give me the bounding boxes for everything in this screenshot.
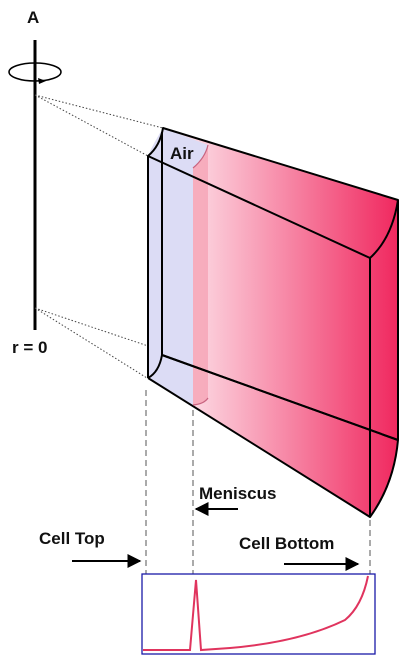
cell-outline: [147, 127, 399, 518]
profile-plot-frame: [141, 573, 376, 655]
solution-column: [148, 128, 398, 517]
cell-top-label: Cell Top: [39, 529, 105, 548]
projection-line-bottom-2: [34, 307, 148, 379]
projection-line-bottom-1: [34, 307, 161, 351]
meniscus-label: Meniscus: [199, 484, 276, 503]
cell-bottom-label: Cell Bottom: [239, 534, 334, 553]
meniscus-curve-top: [192, 144, 209, 169]
projection-line-top-2: [34, 94, 149, 157]
projection-line-top-1: [34, 94, 164, 129]
concentration-profile-curve: [143, 575, 369, 652]
radius-origin-label: r = 0: [12, 338, 47, 357]
axis-label: A: [27, 8, 39, 27]
meniscus-band: [193, 145, 208, 405]
rotation-arrow-icon: [8, 62, 62, 82]
air-label: Air: [170, 144, 194, 163]
rotation-arrowhead-icon: [38, 78, 46, 84]
meniscus-curve-bottom: [192, 397, 209, 406]
